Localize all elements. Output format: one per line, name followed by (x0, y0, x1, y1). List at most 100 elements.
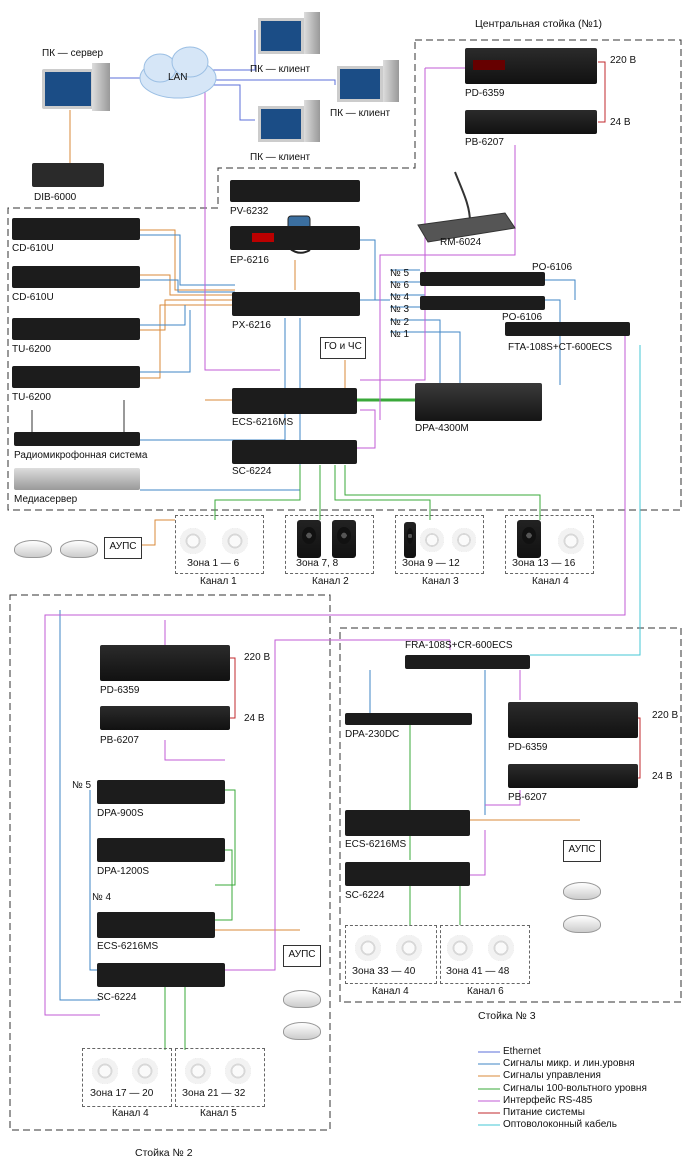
legend-item-100v: Сигналы 100-вольтного уровня (503, 1083, 647, 1094)
cd-610u-label-2: CD-610U (12, 292, 54, 303)
px-6216-device (232, 292, 360, 316)
channel-1-label: № 1 (390, 329, 410, 340)
legend-item-rs485: Интерфейс RS-485 (503, 1095, 593, 1106)
pc-client-label-1: ПК — клиент (250, 64, 311, 75)
cabinet-speaker-icon (297, 520, 321, 558)
sc-6224-label-1: SC-6224 (232, 466, 272, 477)
channel-4-zone-label: Канал 4 (532, 576, 569, 587)
ecs-6216ms-device-2 (97, 912, 215, 938)
pc-client-icon-1 (258, 12, 322, 56)
po-6106-label-1: PO-6106 (532, 262, 573, 273)
sc-6224-label-2: SC-6224 (97, 992, 137, 1003)
zone-1-6-label: Зона 1 — 6 (187, 558, 240, 569)
lan-cloud (139, 46, 217, 99)
channel-5-rack2-label: Канал 5 (200, 1108, 237, 1119)
ceiling-speaker-icon (180, 528, 206, 554)
rack2-border (9, 594, 331, 1131)
ceiling-speaker-icon (222, 528, 248, 554)
cabinet-speaker-icon (517, 520, 541, 558)
pc-server-label: ПК — сервер (42, 48, 104, 59)
fta-device (505, 322, 630, 336)
central-rack-border (7, 39, 682, 511)
dpa-1200s-device (97, 838, 225, 862)
tu-6200-label-2: TU-6200 (12, 392, 51, 403)
zone-box-33-40 (345, 925, 437, 984)
media-server-device (14, 468, 140, 490)
legend-item-audio: Сигналы микр. и лин.уровня (503, 1058, 635, 1069)
po-6106-label-2: PO-6106 (502, 312, 543, 323)
dpa-900s-device (97, 780, 225, 804)
fta-label: FTA-108S+CT-600ECS (508, 342, 613, 353)
pv-6232-device (230, 180, 360, 202)
pc-server-icon (42, 63, 112, 113)
pc-client-icon-2 (337, 60, 401, 104)
tu-6200-label-1: TU-6200 (12, 344, 51, 355)
radio-antennas (31, 400, 125, 432)
cd-610u-device-1 (12, 218, 140, 240)
rack3-title: Стойка № 3 (478, 1010, 536, 1022)
zone-box-9-12 (395, 515, 484, 574)
ceiling-speaker-icon (185, 1058, 211, 1084)
fra-label: FRA-108S+CR-600ECS (405, 640, 513, 651)
voltage-220-label-2: 220 В (244, 652, 271, 663)
v100-wires (164, 398, 541, 1050)
zone-box-7-8 (285, 515, 374, 574)
dpa-1200s-label: DPA-1200S (97, 866, 150, 877)
px-6216-label: PX-6216 (232, 320, 271, 331)
pb-6207-device-3 (508, 764, 638, 788)
pd-6359-device-1 (465, 48, 597, 84)
pc-client-label-3: ПК — клиент (250, 152, 311, 163)
voltage-24-label-2: 24 В (244, 713, 265, 724)
ep-6216-label: EP-6216 (230, 255, 269, 266)
voltage-24-label-3: 24 В (652, 771, 673, 782)
ceiling-speaker-icon (452, 528, 476, 552)
ceiling-speaker-icon (225, 1058, 251, 1084)
aups-box-1: АУПС (104, 537, 142, 559)
pc-client-label-2: ПК — клиент (330, 108, 391, 119)
column-speaker-icon (404, 522, 416, 558)
channel-4-rack2-label: Канал 4 (112, 1108, 149, 1119)
zone-17-20-label: Зона 17 — 20 (90, 1088, 154, 1099)
pd-6359-label-3: PD-6359 (508, 742, 548, 753)
control-wires (69, 110, 580, 931)
ep-6216-device (230, 226, 360, 250)
zone-9-12-label: Зона 9 — 12 (402, 558, 460, 569)
ecs-6216ms-label-1: ECS-6216MS (232, 417, 294, 428)
ceiling-speaker-icon (420, 528, 444, 552)
ecs-6216ms-label-2: ECS-6216MS (97, 941, 159, 952)
ecs-6216ms-device-3 (345, 810, 470, 836)
audio-wires (59, 234, 576, 1001)
dib-6000-device (32, 163, 104, 187)
dib-6000-label: DIB-6000 (34, 192, 77, 203)
zone-box-1-6 (175, 515, 264, 574)
channel-4-label: № 4 (390, 292, 410, 303)
pd-6359-label-1: PD-6359 (465, 88, 505, 99)
zone-box-21-32 (175, 1048, 265, 1107)
channel-6-label: № 6 (390, 280, 410, 291)
smoke-detector-icon (283, 1022, 321, 1040)
sc-6224-device-3 (345, 862, 470, 886)
smoke-detector-icon (283, 990, 321, 1008)
cd-610u-label-1: CD-610U (12, 243, 54, 254)
pd-6359-label-2: PD-6359 (100, 685, 140, 696)
legend-item-control: Сигналы управления (503, 1070, 601, 1081)
ceiling-speaker-icon (355, 935, 381, 961)
rack2-channel-5-label: № 5 (72, 780, 92, 791)
sc-6224-device-2 (97, 963, 225, 987)
smoke-detector-icon (60, 540, 98, 558)
tu-6200-device-2 (12, 366, 140, 388)
pc-client-icon-3 (258, 100, 322, 144)
pd-6359-device-2 (100, 645, 230, 681)
ceiling-speaker-icon (92, 1058, 118, 1084)
pb-6207-label-1: PB-6207 (465, 137, 504, 148)
zone-box-13-16 (505, 515, 594, 574)
rm-6024-mic (417, 171, 516, 243)
zone-7-8-label: Зона 7, 8 (296, 558, 339, 569)
channel-5-label: № 5 (390, 268, 410, 279)
rack2-channel-4-label: № 4 (92, 892, 112, 903)
sc-6224-label-3: SC-6224 (345, 890, 385, 901)
voltage-24-label-1: 24 В (610, 117, 631, 128)
channel-4-rack3-label: Канал 4 (372, 986, 409, 997)
tu-6200-device-1 (12, 318, 140, 340)
